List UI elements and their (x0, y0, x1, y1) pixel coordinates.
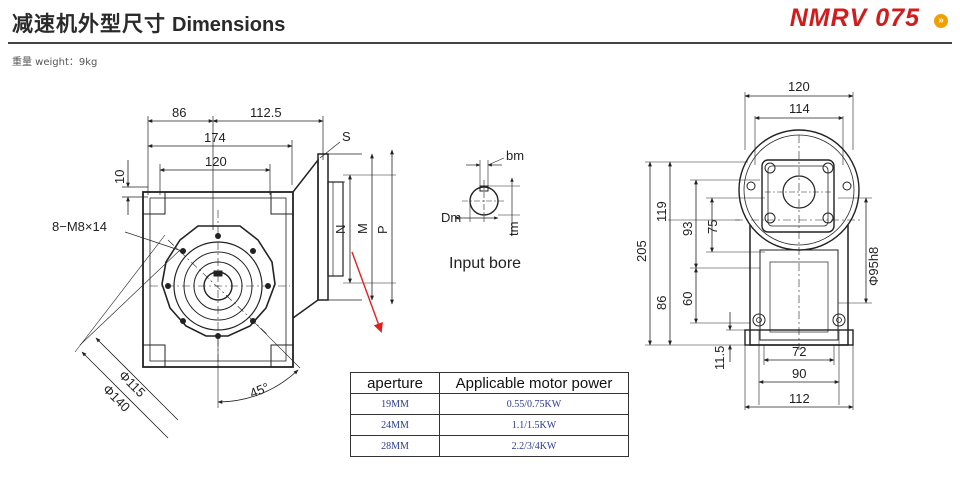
label-tm: tm (506, 222, 521, 236)
label-bolts: 8−M8×14 (52, 219, 107, 234)
model-name: NMRV 075 (789, 4, 920, 32)
cell-aperture: 28MM (350, 435, 440, 457)
aperture-table-wrap: aperture Applicable motor power 19MM 0.5… (350, 372, 629, 457)
cell-aperture: 19MM (350, 393, 440, 415)
label-bm: bm (506, 148, 524, 163)
dim-phi95h8: Φ95h8 (866, 247, 881, 286)
dim-11-5: 11.5 (712, 346, 727, 370)
label-dm: Dm (441, 210, 461, 225)
front-view (74, 116, 396, 439)
table-row: 24MM 1.1/1.5KW (350, 414, 629, 436)
dim-112-5: 112.5 (250, 105, 282, 120)
table-row: 19MM 0.55/0.75KW (350, 393, 629, 415)
input-bore-diagram (454, 157, 520, 236)
aperture-table: aperture Applicable motor power 19MM 0.5… (350, 372, 629, 457)
header-motor-power: Applicable motor power (439, 372, 629, 394)
dim-90: 90 (792, 366, 806, 381)
dim-86-side: 86 (654, 296, 669, 310)
dim-205: 205 (634, 240, 649, 262)
dim-112: 112 (789, 391, 810, 406)
dim-174: 174 (204, 130, 226, 145)
cell-motor-power: 1.1/1.5KW (439, 414, 629, 436)
label-s: S (342, 129, 351, 144)
table-header-row: aperture Applicable motor power (350, 372, 629, 394)
dim-60: 60 (680, 292, 695, 306)
page-title: 减速机外型尺寸 Dimensions (12, 8, 285, 38)
dim-120-side: 120 (788, 79, 810, 94)
header: 减速机外型尺寸 Dimensions NMRV 075 » (0, 0, 960, 44)
cell-motor-power: 2.2/3/4KW (439, 435, 629, 457)
dim-75: 75 (705, 220, 720, 234)
side-view (645, 92, 872, 410)
header-aperture: aperture (350, 372, 440, 394)
label-n: N (333, 225, 348, 234)
dim-114: 114 (789, 101, 810, 116)
front-view-labels: 86 112.5 174 120 10 S N M P 8−M8×14 Φ115… (52, 105, 390, 415)
dim-119: 119 (654, 201, 669, 222)
double-chevron-icon: » (934, 14, 948, 28)
input-bore-title: Input bore (449, 255, 521, 272)
weight-text: 重量 weight：9kg (12, 57, 98, 68)
dim-10: 10 (112, 170, 127, 184)
cell-motor-power: 0.55/0.75KW (439, 393, 629, 415)
title-chinese: 减速机外型尺寸 (12, 12, 166, 36)
side-view-labels: 120 114 205 119 93 75 86 60 Φ95h8 11.5 7… (634, 79, 881, 406)
dim-72: 72 (792, 344, 806, 359)
title-english: Dimensions (172, 14, 286, 36)
table-row: 28MM 2.2/3/4KW (350, 435, 629, 457)
label-m: M (355, 223, 370, 234)
dim-45deg: 45° (248, 380, 272, 401)
cell-aperture: 24MM (350, 414, 440, 436)
label-p: P (375, 225, 390, 234)
header-divider (8, 42, 952, 44)
red-arrow (351, 251, 383, 333)
dim-120: 120 (205, 154, 227, 169)
input-bore-labels: bm Dm tm Input bore (441, 148, 524, 272)
dim-93: 93 (680, 222, 695, 236)
dim-86: 86 (172, 105, 186, 120)
